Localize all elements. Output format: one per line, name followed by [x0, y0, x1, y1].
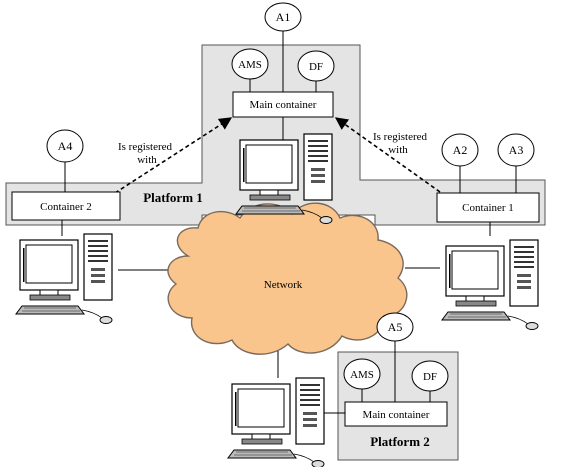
agent-df-top-label: DF	[309, 61, 323, 73]
main-container-top	[232, 91, 334, 118]
agent-ams-top	[231, 48, 269, 80]
main-container-bottom	[344, 401, 448, 427]
network-label: Network	[264, 279, 303, 291]
agent-a5-label: A5	[388, 320, 403, 334]
agent-df-top	[297, 50, 335, 82]
main-container-top-label: Main container	[250, 99, 317, 111]
registration-right-line2: with	[388, 144, 408, 156]
platform2-label: Platform 2	[370, 434, 430, 449]
agent-a3	[497, 133, 535, 167]
agent-ams-top-label: AMS	[238, 59, 262, 71]
registration-arrow-right	[334, 117, 441, 193]
computer-container2	[15, 233, 113, 325]
registration-left-line2: with	[137, 154, 157, 166]
agent-a2	[441, 133, 479, 167]
agent-a1	[264, 2, 302, 32]
computer-platform2	[227, 377, 325, 467]
container-1-label: Container 1	[462, 202, 514, 214]
container-2	[11, 191, 121, 221]
container-1	[436, 192, 540, 223]
container-2-label: Container 2	[40, 201, 92, 213]
main-container-bottom-label: Main container	[363, 409, 430, 421]
agent-ams-bottom	[343, 358, 381, 390]
agent-a4-label: A4	[58, 139, 73, 153]
agent-a1-label: A1	[276, 10, 291, 24]
registration-left-line1: Is registered	[118, 141, 173, 153]
agent-a2-label: A2	[453, 143, 468, 157]
agent-a5	[376, 312, 414, 342]
agent-a4	[46, 129, 84, 163]
platform1-label: Platform 1	[143, 190, 203, 205]
agent-df-bottom-label: DF	[423, 371, 437, 383]
agent-df-bottom	[411, 360, 449, 392]
registration-right-line1: Is registered	[373, 131, 428, 143]
registration-arrow-left	[114, 117, 233, 194]
agent-ams-bottom-label: AMS	[350, 369, 374, 381]
agent-a3-label: A3	[509, 143, 524, 157]
computer-container1	[441, 239, 539, 331]
platform1-area	[5, 44, 546, 226]
